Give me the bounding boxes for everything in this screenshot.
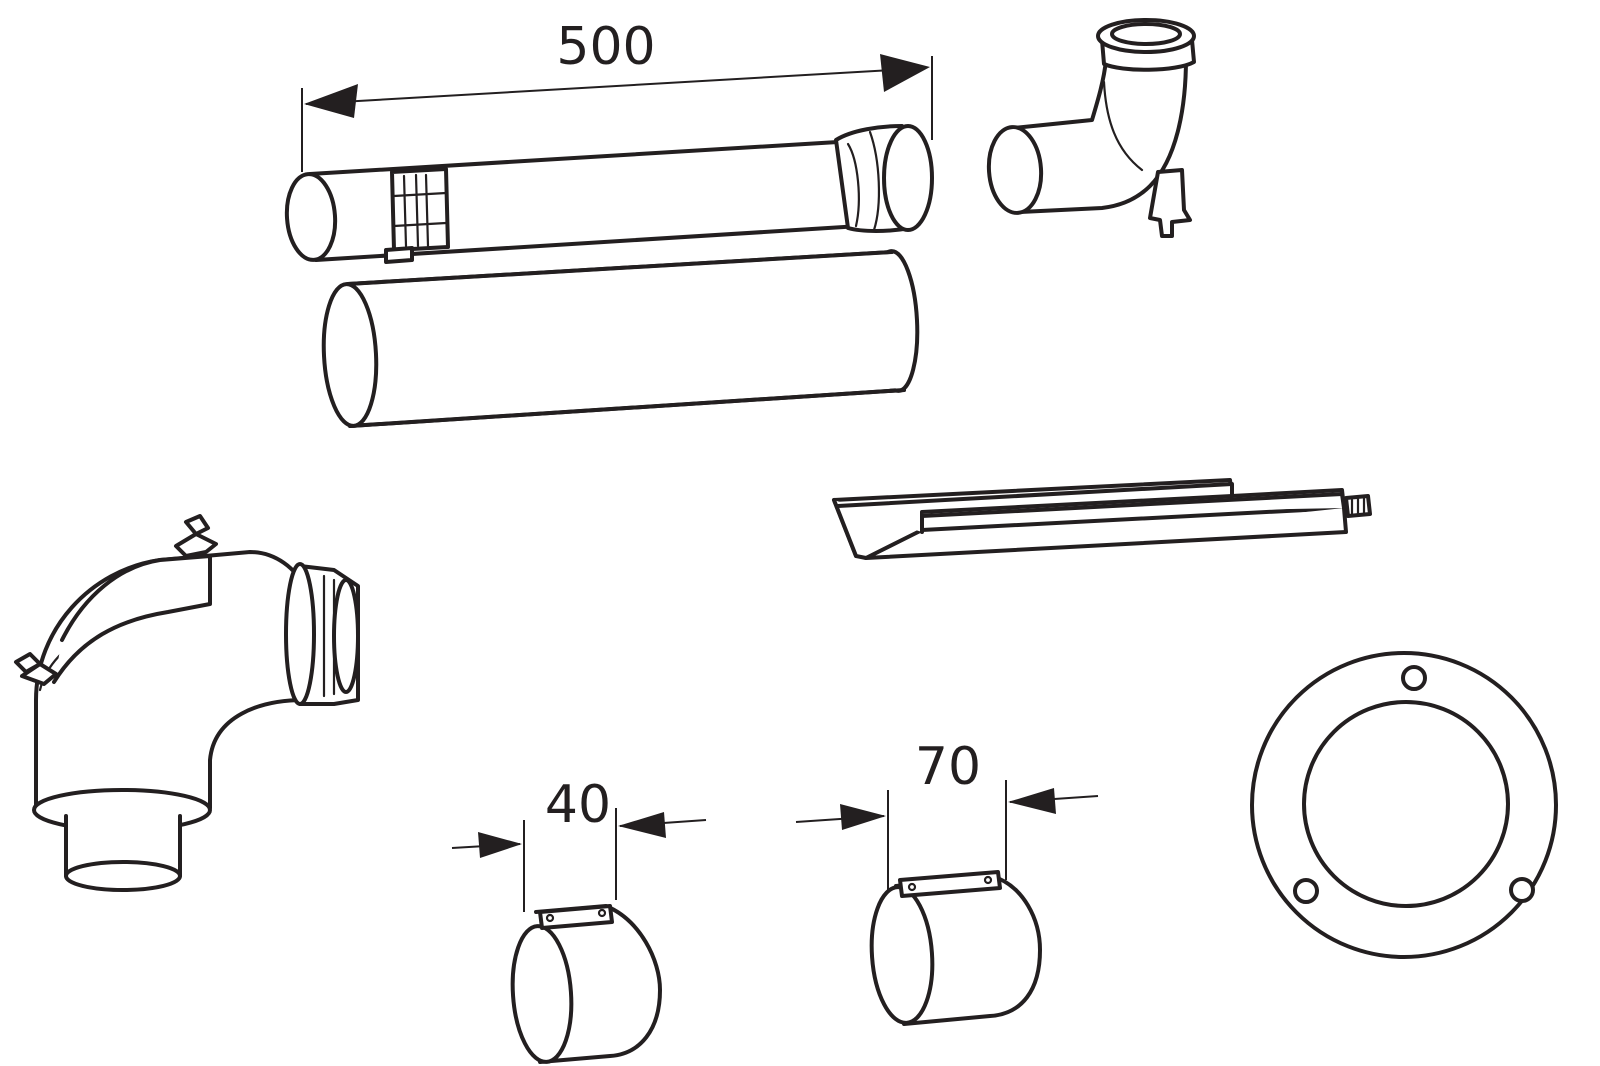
elbow-open-end [986,125,1044,215]
clamp-large-arrow-left [840,804,886,830]
clamp-large-label: 70 [915,737,981,797]
collar-rib [402,174,408,248]
elbow-seam [1102,80,1144,172]
rosette-inner-opening [1302,700,1510,908]
outer-pipe-top-edge [346,250,894,286]
clamp-small-rivet [597,908,607,918]
collar-rib [424,173,430,248]
wing-screw-left-head [14,652,42,674]
big-elbow-outer-shell [52,554,212,684]
collar-clip [384,246,414,264]
clamp-small-strap [538,904,614,930]
collar-rib [392,221,448,228]
pipe-length-dimension-line [305,67,927,105]
pipe-length-dimension: 500 [301,17,933,172]
clamp-small: 40 [451,775,707,1064]
pipe-length-arrow-right [880,54,930,92]
rosette-screw-hole [1509,877,1535,903]
pipe-length-arrow-left [304,84,358,118]
rosette-screw-hole [1293,878,1319,904]
rail-back-flange [836,482,1234,534]
rail-left-return [832,498,924,560]
concentric-elbow [14,514,360,892]
clamp-small-arrow-right [618,812,666,838]
collar-rib [392,191,448,198]
pipe-length-label: 500 [556,17,655,77]
clamp-small-arrow-left [478,832,522,858]
wing-screw-top [174,532,218,558]
wall-rosette [1250,651,1558,959]
rail-bottom-edge [864,506,1348,560]
mounting-rail [832,478,1372,560]
elbow-top-socket-bore [1110,22,1182,46]
clamp-large-open-end [869,885,935,1025]
outer-pipe-bottom-edge [348,388,906,428]
elbow-body [1012,56,1188,214]
clamp-large-rivet [907,882,917,892]
outer-pipe-fill [348,254,900,424]
pipe-socket-rim [882,124,934,232]
outer-flue-pipe [321,249,920,428]
socket-ring-line [868,130,880,232]
rosette-screw-hole [1401,665,1427,691]
rail-front-lip [920,492,1346,518]
clamp-large-rivet [983,875,993,885]
clamp-large-arrow-right [1008,788,1056,814]
clamp-large: 70 [795,737,1099,1026]
clamp-small-open-end [510,924,574,1064]
wing-screw-top-head [184,514,210,536]
socket-ring-line [846,142,860,228]
big-elbow-bottom-opening [64,860,182,892]
outer-pipe-open-end [321,282,379,428]
pipe-collar-band [390,167,450,252]
clamp-large-strap [898,870,1002,898]
clamp-small-label: 40 [545,775,611,835]
elbow-drain-spigot [1148,168,1192,238]
clamp-small-rivet [545,913,555,923]
inner-flue-pipe [284,124,934,264]
big-elbow-side-rim [284,562,316,706]
big-elbow-side-bore [332,578,360,694]
condensate-elbow [986,18,1196,238]
inner-pipe-open-end [284,172,338,262]
collar-rib [414,173,420,248]
